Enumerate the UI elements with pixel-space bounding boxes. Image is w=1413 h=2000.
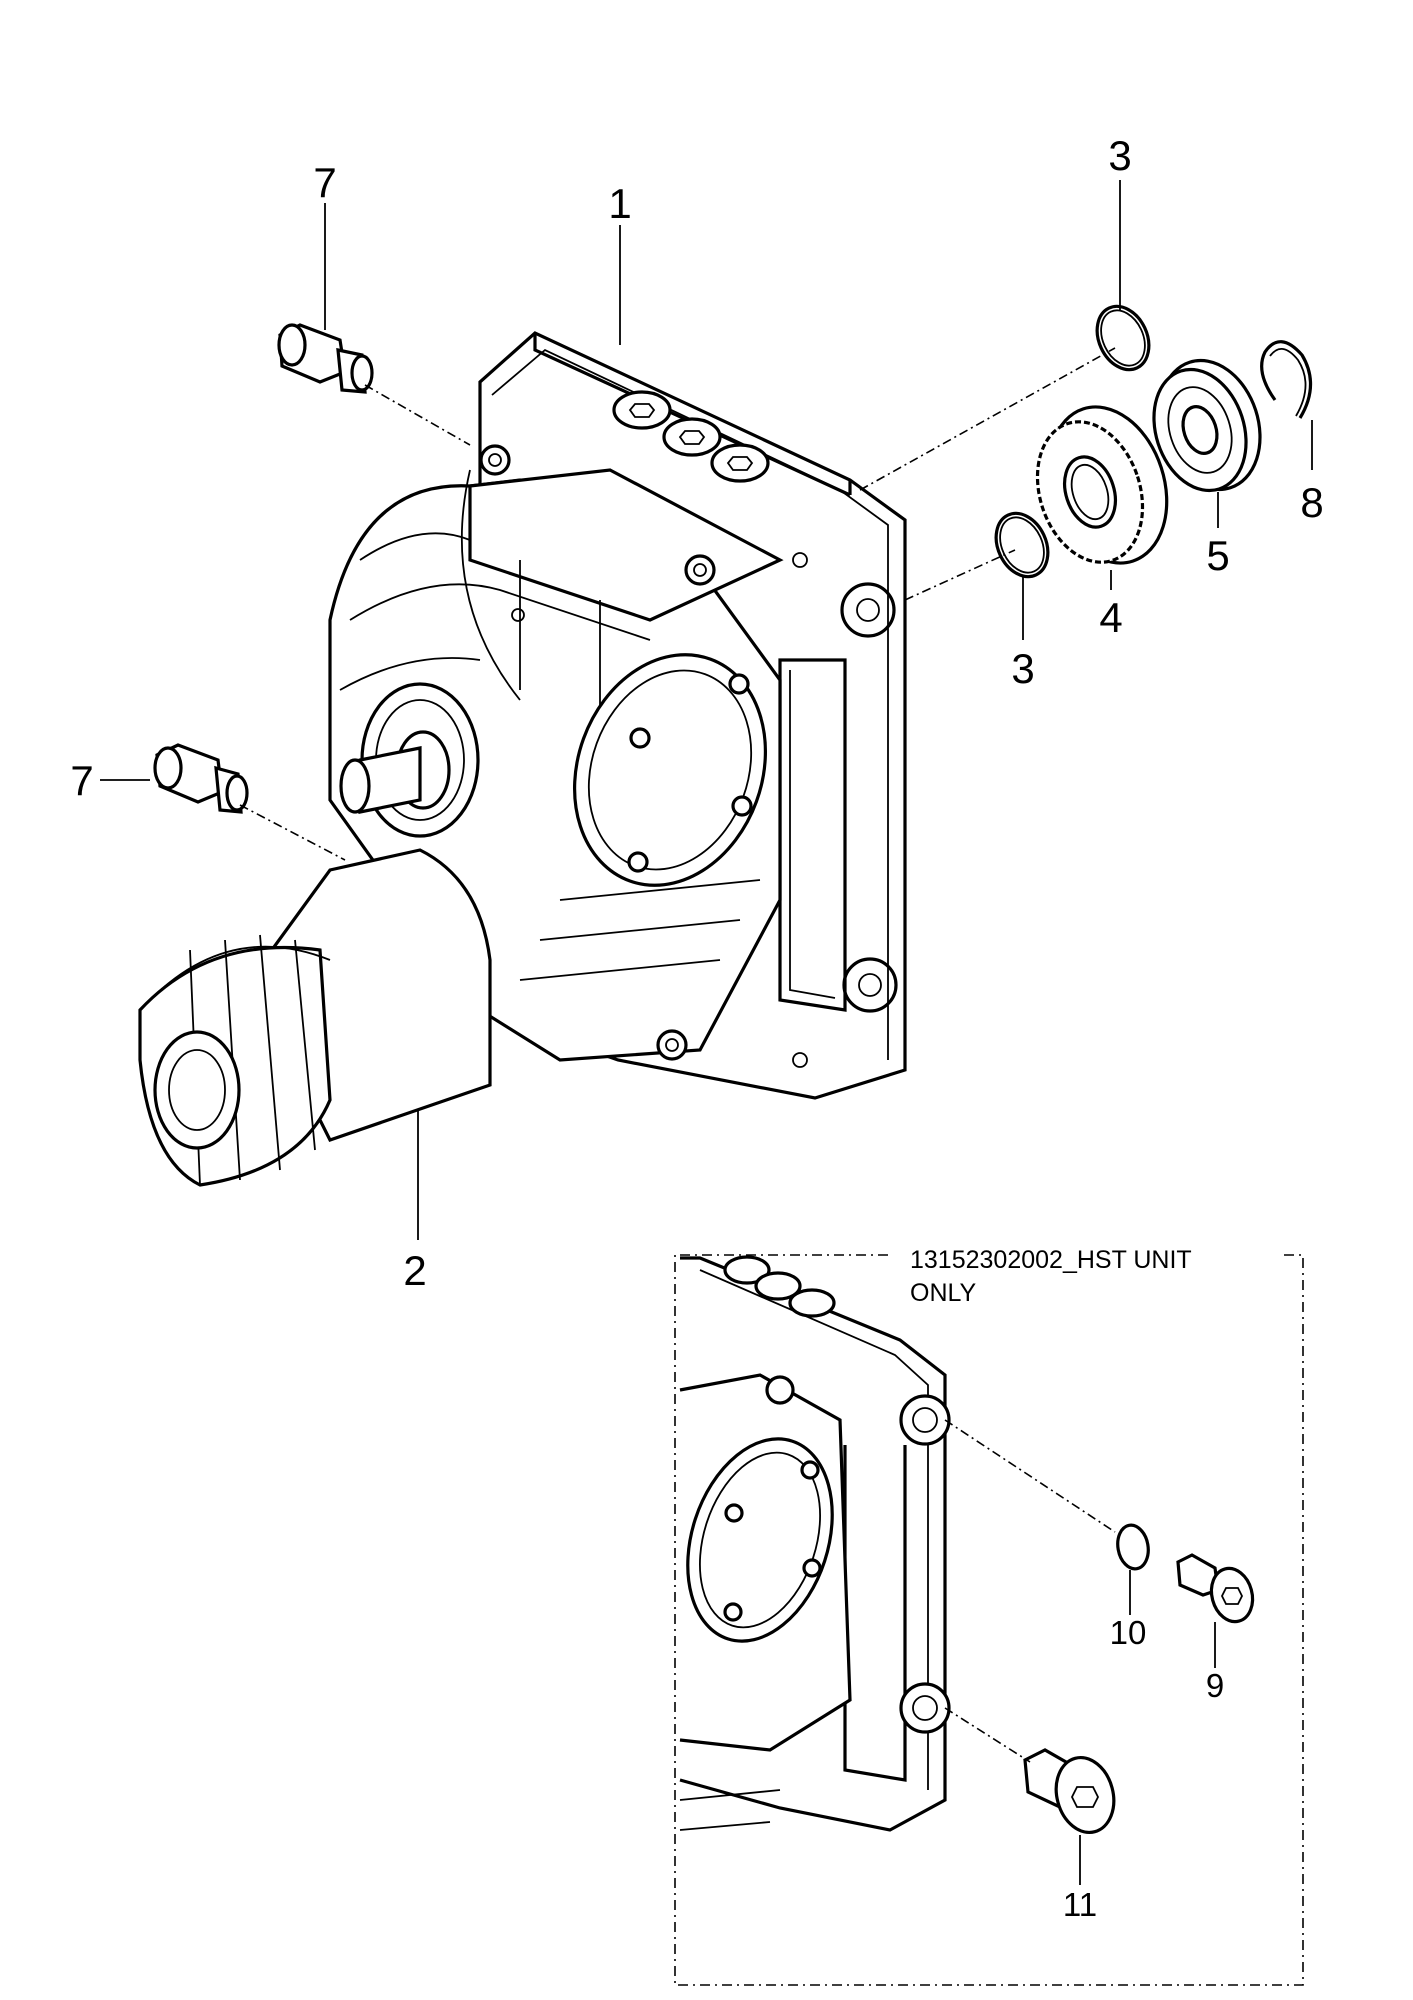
snap-ring-lower — [994, 511, 1050, 579]
fitting-lower — [153, 743, 249, 814]
inset-caption-line1: 13152302002_HST UNIT — [910, 1246, 1192, 1274]
callout-9: 9 — [1206, 1667, 1224, 1704]
callout-10: 10 — [1110, 1614, 1147, 1651]
snap-ring-upper — [1095, 304, 1151, 372]
internal-circlip — [1260, 340, 1313, 419]
round-cover-plate — [572, 653, 768, 887]
callout-3-lower: 3 — [1011, 645, 1034, 692]
inset-caption-line2: ONLY — [910, 1279, 977, 1307]
fitting-upper — [277, 323, 374, 394]
callout-1: 1 — [608, 180, 631, 227]
input-shaft — [339, 682, 480, 838]
filter-canister — [138, 848, 492, 1187]
callout-7-lower: 7 — [70, 757, 93, 804]
ball-bearing — [1152, 358, 1262, 493]
spur-gear — [1035, 405, 1169, 565]
leader-lines-main — [100, 180, 1313, 1240]
callout-11: 11 — [1063, 1886, 1097, 1923]
callout-7-upper: 7 — [313, 159, 336, 206]
callout-2: 2 — [403, 1247, 426, 1294]
top-hex-ports — [612, 390, 770, 483]
callout-4: 4 — [1099, 594, 1122, 641]
callout-5: 5 — [1206, 532, 1229, 579]
callout-8: 8 — [1300, 479, 1323, 526]
inset-detail — [674, 1254, 1304, 1986]
callout-3-upper: 3 — [1108, 132, 1131, 179]
